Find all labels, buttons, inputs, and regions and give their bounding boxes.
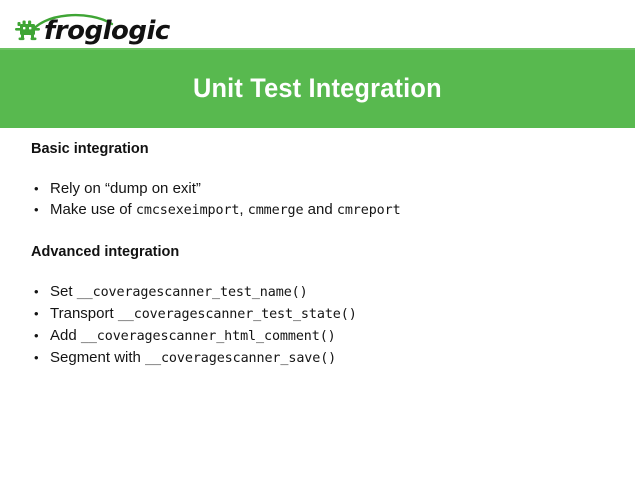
brand-logo: froglogic — [10, 8, 190, 46]
bullet-text: Rely on “dump on exit” — [50, 180, 201, 197]
list-item: Rely on “dump on exit” — [31, 178, 614, 199]
spacer — [31, 261, 614, 281]
bullet-text: Add __coveragescanner_html_comment() — [50, 327, 336, 344]
bullet-text: Transport __coveragescanner_test_state() — [50, 305, 357, 322]
inline-code: cmreport — [336, 203, 401, 218]
page-title: Unit Test Integration — [193, 72, 442, 103]
title-band: Unit Test Integration — [0, 48, 635, 128]
inline-code: __coveragescanner_test_state() — [117, 307, 357, 322]
section-heading-advanced: Advanced integration — [31, 244, 180, 260]
bullet-text: Make use of cmcsexeimport, cmmerge and c… — [50, 201, 401, 218]
list-item: Make use of cmcsexeimport, cmmerge and c… — [31, 199, 614, 221]
list-item: Set __coveragescanner_test_name() — [31, 281, 614, 303]
list-item: Segment with __coveragescanner_save() — [31, 347, 614, 369]
inline-code: cmmerge — [247, 203, 304, 218]
section-heading-basic: Basic integration — [31, 141, 149, 157]
title-band-top-rule — [0, 48, 635, 50]
brand-wordmark: froglogic — [44, 16, 170, 46]
inline-code: __coveragescanner_test_name() — [76, 285, 308, 300]
spacer — [31, 158, 614, 178]
spacer — [31, 221, 614, 243]
bullet-list-advanced: Set __coveragescanner_test_name() Transp… — [31, 281, 614, 369]
slide-content: Basic integration Rely on “dump on exit”… — [31, 140, 614, 369]
list-item: Add __coveragescanner_html_comment() — [31, 325, 614, 347]
bullet-list-basic: Rely on “dump on exit” Make use of cmcse… — [31, 178, 614, 221]
inline-code: __coveragescanner_html_comment() — [80, 329, 336, 344]
inline-code: cmcsexeimport — [135, 203, 240, 218]
bullet-text: Segment with __coveragescanner_save() — [50, 349, 337, 366]
list-item: Transport __coveragescanner_test_state() — [31, 303, 614, 325]
inline-code: __coveragescanner_save() — [145, 351, 337, 366]
bullet-text: Set __coveragescanner_test_name() — [50, 283, 308, 300]
frog-logo-icon — [14, 18, 44, 42]
